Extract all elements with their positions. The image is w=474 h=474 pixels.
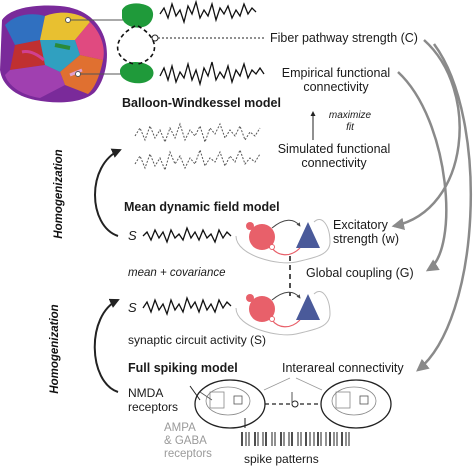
arrow-fiber-to-excitatory [391, 39, 461, 231]
mean-field-model-title: Mean dynamic field model [124, 200, 280, 214]
ampa-gaba-label: AMPA & GABA receptors [164, 422, 212, 461]
empirical-signal-2 [159, 61, 265, 87]
global-coupling-label: Global coupling (G) [306, 266, 414, 280]
brain-illustration [0, 5, 107, 103]
homogenization-label-top: Homogenization [53, 149, 65, 239]
empirical-fc-label: Empirical functional connectivity [270, 66, 402, 94]
empirical-fc-line2: connectivity [303, 80, 369, 94]
mean-field-signal [142, 226, 232, 244]
full-spiking-model-title: Full spiking model [128, 361, 238, 375]
arrow-fiber-to-interareal [416, 43, 473, 372]
neuron-left [194, 379, 266, 429]
mean-covariance-label: mean + covariance [128, 267, 226, 279]
ampa-line3: receptors [164, 448, 212, 460]
synaptic-activity-label: synaptic circuit activity (S) [128, 333, 267, 347]
s-symbol-top: S [128, 228, 137, 243]
region-top [122, 3, 154, 28]
nmda-line2: receptors [128, 400, 179, 414]
simulated-signal-2 [134, 148, 261, 172]
homogenization-arrow-bottom [93, 298, 120, 393]
neuron-right [320, 379, 392, 429]
excitatory-strength-label: Excitatory strength (w) [333, 218, 399, 246]
s-symbol-bottom: S [128, 300, 137, 315]
spike-raster [241, 432, 350, 446]
simulated-signal-1 [134, 122, 261, 144]
excitatory-line1: Excitatory [333, 218, 388, 232]
synaptic-signal [142, 295, 232, 317]
empirical-signal-1 [159, 0, 257, 25]
simulated-fc-label: Simulated functional connectivity [270, 142, 398, 170]
fiber-pathway-label: Fiber pathway strength (C) [270, 31, 418, 45]
arrow-empirical-to-coupling [397, 71, 448, 272]
simulated-fc-line1: Simulated functional [277, 142, 391, 156]
ampa-line1: AMPA [164, 422, 196, 434]
nmda-receptors-label: NMDA receptors [128, 386, 178, 414]
fit-label: fit [346, 122, 354, 133]
homogenization-arrow-top [94, 148, 122, 237]
region-bottom [120, 62, 154, 84]
empirical-fc-line1: Empirical functional [281, 66, 391, 80]
ampa-line2: & GABA [164, 435, 207, 447]
spike-patterns-label: spike patterns [244, 452, 319, 466]
maximize-label: maximize [328, 110, 372, 121]
homogenization-label-bottom: Homogenization [49, 304, 61, 394]
nmda-line1: NMDA [128, 386, 164, 400]
simulated-fc-line2: connectivity [301, 156, 367, 170]
excitatory-line2: strength (w) [333, 232, 399, 246]
circuit-motif-top [235, 219, 331, 264]
maximize-fit-label: maximize fit [320, 110, 380, 134]
balloon-model-title: Balloon-Windkessel model [122, 96, 281, 110]
circuit-motif-bottom [235, 291, 331, 336]
interareal-connectivity-label: Interareal connectivity [282, 361, 404, 375]
